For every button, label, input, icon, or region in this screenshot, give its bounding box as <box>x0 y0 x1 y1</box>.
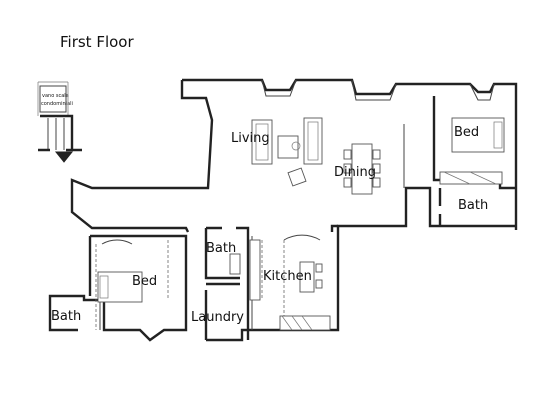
room-label-laundry: Laundry <box>191 310 244 325</box>
bed-left <box>95 239 169 330</box>
stair-sign-line1: vano scala <box>42 93 69 99</box>
room-label-bath-left: Bath <box>51 309 81 324</box>
bath-center-fixtures <box>229 253 241 275</box>
room-label-living: Living <box>231 131 270 146</box>
room-label-bed-left: Bed <box>132 274 157 289</box>
dining-table <box>343 143 381 195</box>
kitchen-fixtures <box>249 234 331 331</box>
room-label-kitchen: Kitchen <box>263 269 312 284</box>
bed-right <box>439 117 505 185</box>
room-label-bath-right: Bath <box>458 198 488 213</box>
living-furniture <box>251 117 323 187</box>
room-label-dining: Dining <box>334 165 376 180</box>
stair-arrow-icon <box>54 151 74 163</box>
exterior-walls <box>48 78 518 342</box>
room-label-bed-right: Bed <box>454 125 479 140</box>
stairwell: vano scala condominiali <box>37 81 82 163</box>
floor-title: First Floor <box>60 33 134 51</box>
stair-sign-line2: condominiali <box>41 101 73 107</box>
room-label-bath-center: Bath <box>206 241 236 256</box>
